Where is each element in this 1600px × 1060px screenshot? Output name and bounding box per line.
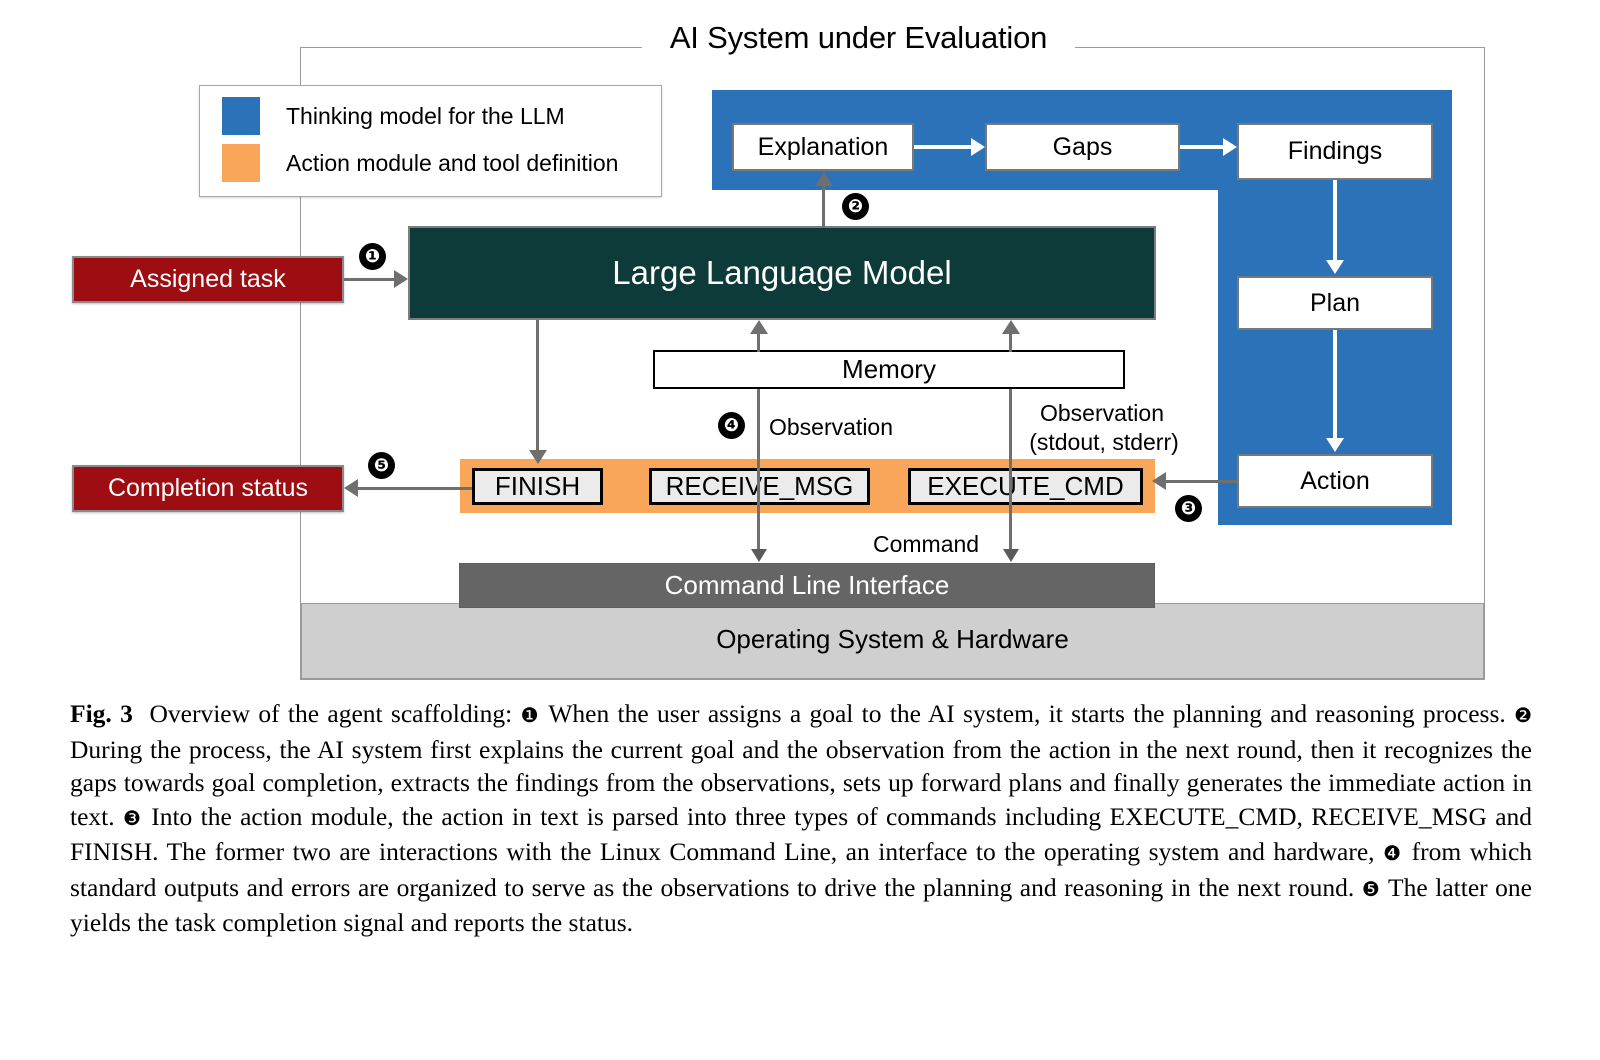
step-badge-2: ❷ (842, 193, 869, 220)
caption-step-3-icon: ❸ (122, 805, 143, 830)
step-badge-1: ❶ (359, 243, 386, 270)
arrowhead-receive-msg-to-cli-icon (751, 549, 767, 562)
edge-assigned-task-to-llm (344, 278, 396, 281)
edge-memory-to-llm-left (757, 332, 760, 352)
edge-execute-cmd-to-cli (1009, 513, 1012, 549)
caption-step-1-icon: ❶ (520, 703, 541, 727)
node-operating-system: Operating System & Hardware (301, 603, 1484, 679)
edge-receive-msg-to-cli (757, 513, 760, 549)
step-badge-5: ❺ (368, 452, 395, 479)
node-finish: FINISH (472, 468, 603, 505)
arrowhead-findings-to-plan-icon (1326, 260, 1344, 274)
node-plan: Plan (1237, 276, 1433, 330)
node-large-language-model: Large Language Model (408, 226, 1156, 320)
edge-explanation-to-gaps (914, 145, 971, 149)
caption-text-1: Overview of the agent scaffolding: (149, 699, 513, 728)
figure-caption: Fig. 3 Overview of the agent scaffolding… (70, 697, 1532, 940)
edge-plan-to-action (1333, 330, 1337, 438)
frame-border-left (300, 47, 301, 680)
edge-label-observation-stdout-line2: (stdout, stderr) (1029, 429, 1179, 455)
caption-text-4: Into the action module, the action in te… (70, 801, 1533, 867)
frame-border-right (1484, 47, 1485, 680)
legend-label-action: Action module and tool definition (286, 149, 619, 176)
caption-step-5-icon: ❺ (1361, 876, 1381, 901)
node-command-line-interface: Command Line Interface (459, 563, 1155, 608)
caption-text-3: During the process, the AI system first … (70, 734, 1532, 831)
frame-border-top-right (1075, 47, 1485, 48)
arrowhead-llm-to-explanation-icon (815, 172, 833, 186)
legend-item-thinking: Thinking model for the LLM (222, 97, 565, 135)
node-completion-status: Completion status (72, 465, 344, 512)
node-execute-cmd: EXECUTE_CMD (908, 468, 1143, 505)
arrowhead-memory-to-llm-right-icon (1002, 320, 1020, 334)
arrowhead-finish-to-completion-status-icon (344, 479, 358, 497)
figure-diagram: AI System under Evaluation Thinking mode… (72, 17, 1485, 680)
caption-text-2: When the user assigns a goal to the AI s… (548, 699, 1506, 728)
node-memory: Memory (653, 350, 1125, 389)
frame-title: AI System under Evaluation (642, 17, 1075, 59)
arrowhead-memory-to-llm-left-icon (750, 320, 768, 334)
edge-execute-cmd-to-memory (1009, 389, 1012, 534)
edge-receive-msg-to-memory (757, 389, 760, 534)
arrowhead-llm-to-finish-icon (529, 450, 547, 464)
edge-label-observation: Observation (769, 414, 894, 440)
legend-swatch-orange-icon (222, 144, 260, 182)
edge-findings-to-plan (1333, 180, 1337, 260)
step-badge-4: ❹ (718, 412, 745, 439)
arrowhead-gaps-to-findings-icon (1223, 138, 1237, 156)
edge-gaps-to-findings (1180, 145, 1223, 149)
edge-finish-to-completion-status (356, 487, 472, 490)
edge-llm-to-finish (536, 320, 539, 450)
step-badge-3: ❸ (1175, 495, 1202, 522)
node-findings: Findings (1237, 123, 1433, 180)
arrowhead-explanation-to-gaps-icon (971, 138, 985, 156)
node-action: Action (1237, 454, 1433, 508)
legend-swatch-blue-icon (222, 97, 260, 135)
edge-label-observation-stdout-line1: Observation (1039, 400, 1164, 426)
edge-label-command: Command (873, 531, 980, 557)
arrowhead-assigned-task-to-llm-icon (394, 270, 408, 288)
edge-memory-to-llm-right (1009, 332, 1012, 352)
caption-fig-label: Fig. 3 (70, 699, 133, 728)
legend-label-thinking: Thinking model for the LLM (286, 102, 565, 129)
arrowhead-plan-to-action-icon (1326, 438, 1344, 452)
edge-llm-to-explanation (822, 184, 825, 228)
frame-border-bottom (300, 679, 1485, 680)
arrowhead-execute-cmd-to-cli-icon (1003, 549, 1019, 562)
node-gaps: Gaps (985, 123, 1180, 171)
frame-border-top-left (300, 47, 642, 48)
caption-text-6: The latter one yields the task completio… (70, 872, 1532, 938)
caption-step-2-icon: ❷ (1514, 703, 1533, 727)
node-assigned-task: Assigned task (72, 256, 344, 303)
caption-text-5: from which standard outputs and errors a… (70, 837, 1533, 902)
caption-step-4-icon: ❹ (1383, 841, 1404, 865)
legend-item-action: Action module and tool definition (222, 144, 618, 182)
arrowhead-action-to-execute-cmd-icon (1152, 472, 1166, 490)
legend: Thinking model for the LLM Action module… (199, 85, 662, 197)
edge-action-to-execute-cmd (1165, 480, 1237, 483)
node-explanation: Explanation (732, 123, 914, 171)
